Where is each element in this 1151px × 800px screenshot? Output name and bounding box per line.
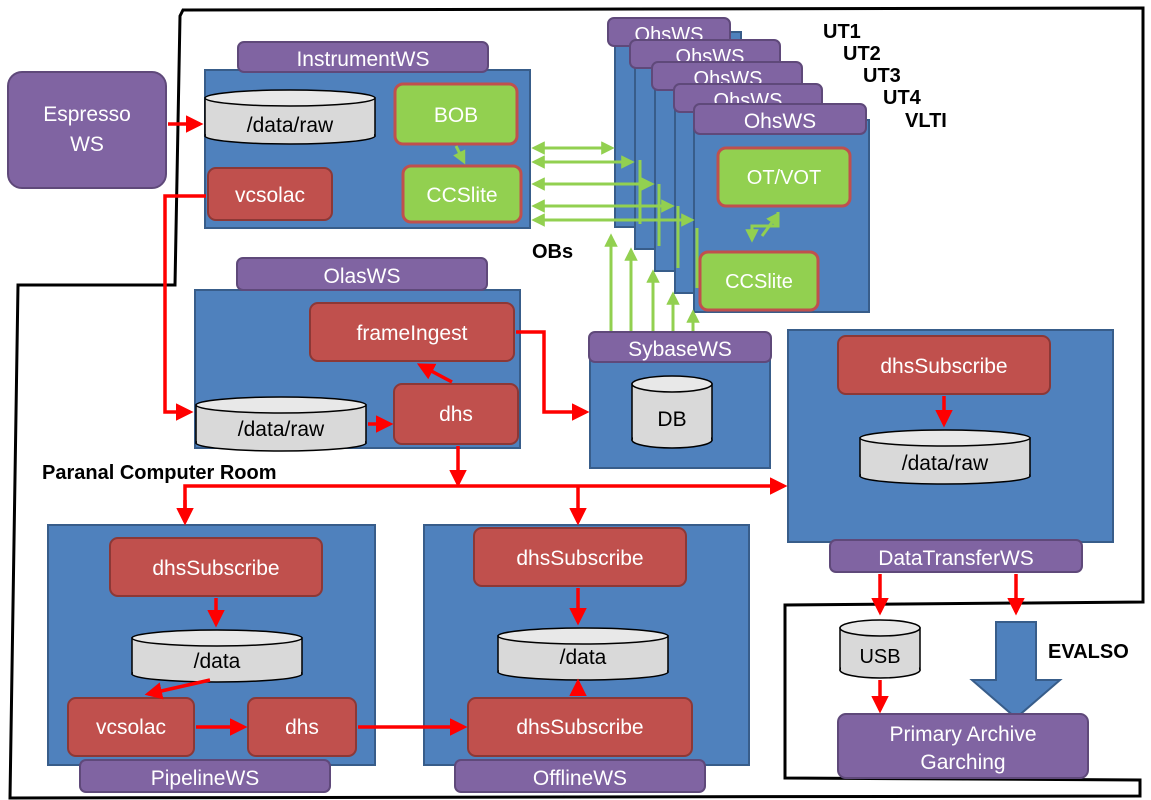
off-dhs-subscribe-top-node bbox=[473, 527, 687, 587]
obs-green-arrows bbox=[531, 141, 700, 332]
primary-archive-line1: Primary Archive bbox=[889, 723, 1036, 746]
off-data-disk: /data bbox=[497, 627, 669, 681]
pipelinews-title-tab bbox=[79, 759, 331, 793]
frame-ingest-node bbox=[309, 302, 515, 362]
pipe-vcsolac-label: vcsolac bbox=[96, 716, 166, 739]
instr-data-raw-disk: /data/raw bbox=[204, 89, 376, 145]
ut1-label: UT1 bbox=[823, 21, 861, 43]
offlinews-title: OfflineWS bbox=[533, 767, 627, 790]
espresso-ws-label-line2: WS bbox=[70, 133, 104, 156]
datatransferws-title-tab bbox=[829, 539, 1083, 573]
red-flow-arrows bbox=[144, 115, 1025, 736]
ohs-ccslite-node bbox=[698, 250, 820, 312]
offlinews-title-tab bbox=[454, 759, 706, 793]
pipe-dhs-subscribe-label: dhsSubscribe bbox=[152, 557, 279, 580]
ut-labels: UT1 UT2 UT3 UT4 VLTI bbox=[823, 21, 947, 132]
ohsws-front-title: OhsWS bbox=[744, 110, 816, 133]
usb-label: USB bbox=[859, 646, 900, 668]
evalso-label: EVALSO bbox=[1048, 641, 1129, 663]
ot-vot-node bbox=[716, 146, 852, 208]
espresso-ws-node bbox=[7, 71, 167, 189]
primary-archive-node bbox=[837, 713, 1089, 779]
ut4-label: UT4 bbox=[883, 87, 922, 109]
instr-vcsolac-label: vcsolac bbox=[235, 184, 305, 207]
off-dhs-subscribe-top-label: dhsSubscribe bbox=[516, 547, 643, 570]
pipe-dhs-label: dhs bbox=[285, 716, 319, 739]
espresso-ws-label-line1: Espresso bbox=[43, 103, 131, 126]
pipe-data-disk: /data bbox=[131, 629, 303, 683]
obs-label: OBs bbox=[532, 241, 573, 263]
bob-label: BOB bbox=[434, 104, 478, 127]
frame-ingest-label: frameIngest bbox=[357, 322, 468, 345]
primary-archive-line2: Garching bbox=[920, 751, 1005, 774]
instrumentws-title-tab bbox=[237, 41, 489, 73]
instrumentws-title: InstrumentWS bbox=[296, 48, 429, 71]
instr-data-raw-label: /data/raw bbox=[247, 114, 334, 137]
off-dhs-subscribe-bottom-label: dhsSubscribe bbox=[516, 716, 643, 739]
sybasews-title: SybaseWS bbox=[628, 338, 732, 361]
pipe-dhs-node bbox=[247, 697, 357, 757]
paranal-room-label: Paranal Computer Room bbox=[42, 462, 276, 484]
instr-ccslite-node bbox=[401, 164, 523, 224]
olas-dhs-node bbox=[393, 383, 519, 445]
olasws-title: OlasWS bbox=[323, 265, 400, 288]
pipelinews-title: PipelineWS bbox=[151, 767, 260, 790]
ut3-label: UT3 bbox=[863, 65, 901, 87]
usb-disk: USB bbox=[839, 619, 921, 679]
dt-dhs-subscribe-label: dhsSubscribe bbox=[880, 355, 1007, 378]
olas-data-raw-label: /data/raw bbox=[238, 418, 325, 441]
db-disk: DB bbox=[631, 375, 713, 449]
db-label: DB bbox=[657, 408, 686, 431]
bob-node bbox=[393, 82, 519, 146]
ut2-label: UT2 bbox=[843, 43, 881, 65]
olas-data-raw-disk: /data/raw bbox=[195, 396, 367, 452]
dt-dhs-subscribe-node bbox=[837, 335, 1051, 395]
ot-vot-label: OT/VOT bbox=[747, 167, 821, 189]
olasws-title-tab bbox=[236, 257, 488, 291]
pipe-dhs-subscribe-node bbox=[109, 537, 323, 597]
datatransferws-title: DataTransferWS bbox=[878, 547, 1034, 570]
evalso-block-arrow bbox=[969, 621, 1063, 720]
ohsws-stack: OhsWS OhsWS OhsWS OhsWS OhsWS OT/VOT CCS… bbox=[607, 17, 870, 313]
dt-data-raw-disk: /data/raw bbox=[859, 429, 1031, 485]
ohs-ccslite-label: CCSlite bbox=[725, 271, 793, 293]
instr-ccslite-label: CCSlite bbox=[426, 184, 497, 207]
pipe-vcsolac-node bbox=[67, 697, 195, 757]
instr-vcsolac-node bbox=[207, 167, 333, 221]
olas-dhs-label: dhs bbox=[439, 403, 473, 426]
dt-data-raw-label: /data/raw bbox=[902, 452, 989, 475]
off-data-label: /data bbox=[560, 646, 607, 669]
off-dhs-subscribe-bottom-node bbox=[467, 697, 693, 757]
pipe-data-label: /data bbox=[194, 650, 241, 673]
sybasews-title-tab bbox=[588, 331, 772, 363]
vlti-label: VLTI bbox=[905, 110, 947, 132]
